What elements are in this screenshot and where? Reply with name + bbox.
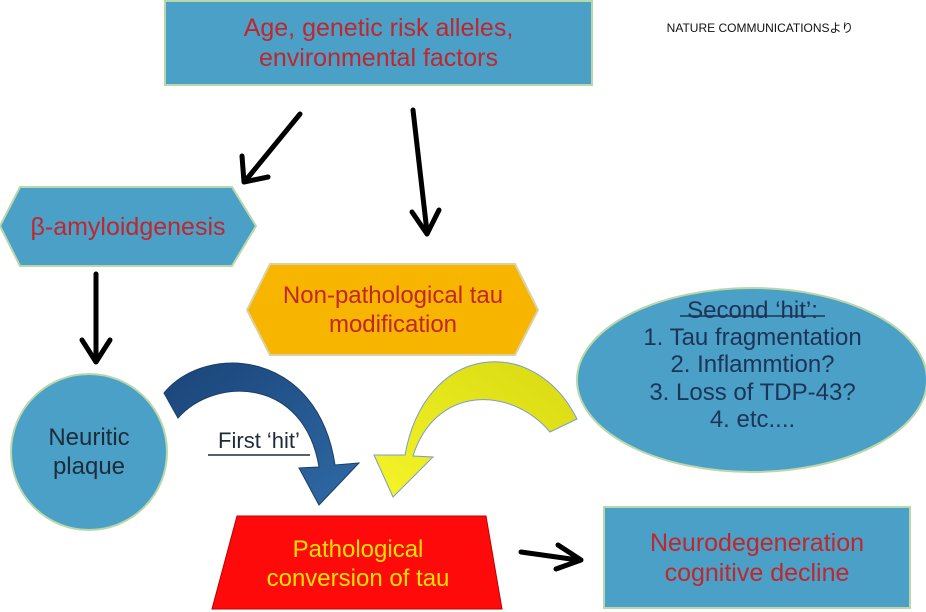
arrow-pathological-to-neurodegeneration [518,542,584,572]
neuritic-plaque-line1: Neuritic [48,423,130,451]
pathological-trapezoid [211,515,503,610]
arrow-risk-to-tau [409,107,442,237]
pathological-label: Pathological conversion of tau [222,522,494,606]
risk-factors-line2: environmental factors [258,44,498,72]
risk-factors-line1: Age, genetic risk alleles, [243,13,514,42]
second-hit-item-3: 3. Loss of TDP-43? [649,378,856,406]
arrow-risk-to-amyloid [239,111,303,185]
source-note: NATURE COMMUNICATIONSより [610,18,910,38]
first-hit-text: First ‘hit’ [218,427,300,453]
risk-factors-label: Age, genetic risk alleles, environmental… [165,2,592,84]
neurodegeneration-box [603,506,911,609]
neuritic-plaque-circle [10,373,168,531]
nonpath-tau-hexagon [245,263,540,356]
amyloidgenesis-hexagon [0,186,258,267]
amyloidgenesis-label: β-amyloidgenesis [10,188,246,266]
first-hit-label: First ‘hit’ [200,426,318,456]
neuritic-plaque-line2: plaque [52,453,126,480]
pathological-line1: Pathological [292,535,424,563]
nonpath-tau-line2: modification [328,311,458,338]
neurodegeneration-line2: cognitive decline [664,559,850,587]
neuritic-plaque-label: Neuritic plaque [20,414,158,490]
pathological-line2: conversion of tau [266,565,450,592]
amyloidgenesis-text: β-amyloidgenesis [30,212,226,241]
nonpath-tau-label: Non-pathological tau modification [255,268,531,352]
neurodegeneration-label: Neurodegeneration cognitive decline [604,510,910,606]
second-hit-item-1: 1. Tau fragmentation [643,323,862,351]
nonpath-tau-line1: Non-pathological tau [282,281,504,309]
second-hit-item-2: 2. Inflammtion? [670,351,835,379]
second-hit-title: Second ‘hit’: [687,296,818,324]
source-note-text: NATURE COMMUNICATIONSより [666,20,854,35]
second-hit-label: Second ‘hit’: 1. Tau fragmentation 2. In… [600,290,905,440]
first-hit-arrow [163,362,361,506]
arrow-amyloid-to-plaque [79,271,113,365]
neurodegeneration-line1: Neurodegeneration [649,528,865,557]
second-hit-item-4: 4. etc.... [709,406,796,434]
risk-factors-box [164,0,593,86]
second-hit-ellipse [576,287,926,473]
second-hit-arrow [373,361,578,498]
